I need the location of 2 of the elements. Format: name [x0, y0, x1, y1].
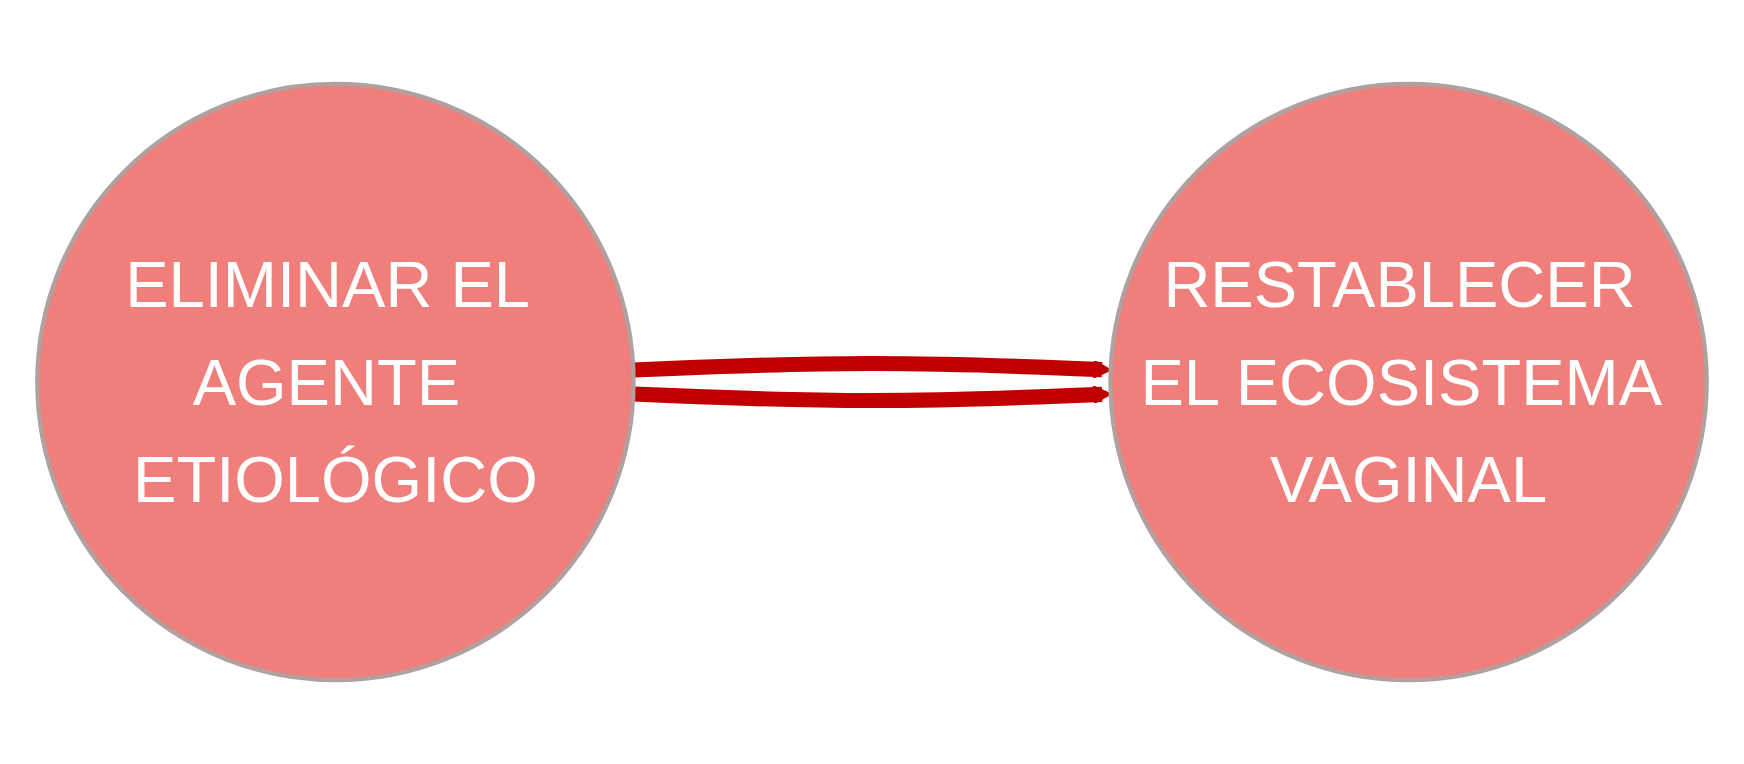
node-circle: ELIMINAR EL AGENTE ETIOLÓGICO [35, 81, 636, 683]
node-circle: RESTABLECER EL ECOSISTEMA VAGINAL [1108, 81, 1709, 683]
